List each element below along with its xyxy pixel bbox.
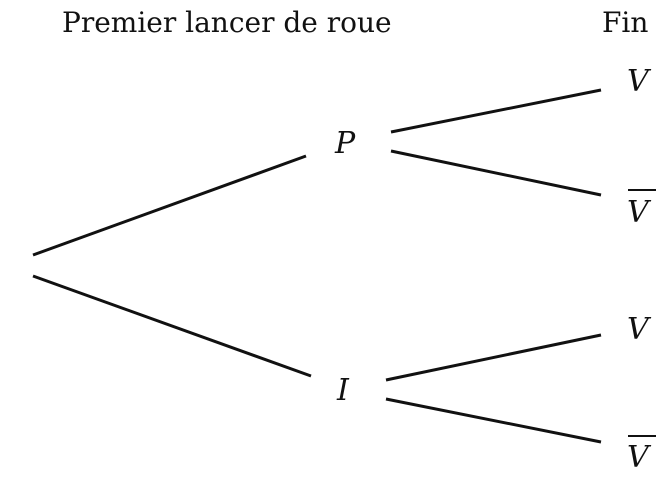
leaf-p-v: V bbox=[627, 64, 652, 99]
branch-i-to-v bbox=[385, 333, 602, 382]
leaf-i-vbar: V bbox=[627, 440, 652, 475]
branch-p-to-vbar bbox=[390, 149, 602, 197]
branch-p-to-v bbox=[390, 88, 602, 134]
header-end-stage: Fin bbox=[602, 6, 648, 39]
branch-root-to-p bbox=[32, 154, 307, 257]
header-first-stage: Premier lancer de roue bbox=[62, 6, 392, 39]
leaf-p-vbar: V bbox=[627, 195, 652, 230]
node-i: I bbox=[336, 373, 350, 408]
branch-i-to-vbar bbox=[385, 397, 602, 444]
node-p: P bbox=[334, 126, 356, 161]
leaf-i-v: V bbox=[627, 312, 652, 347]
branch-root-to-i bbox=[32, 274, 312, 378]
